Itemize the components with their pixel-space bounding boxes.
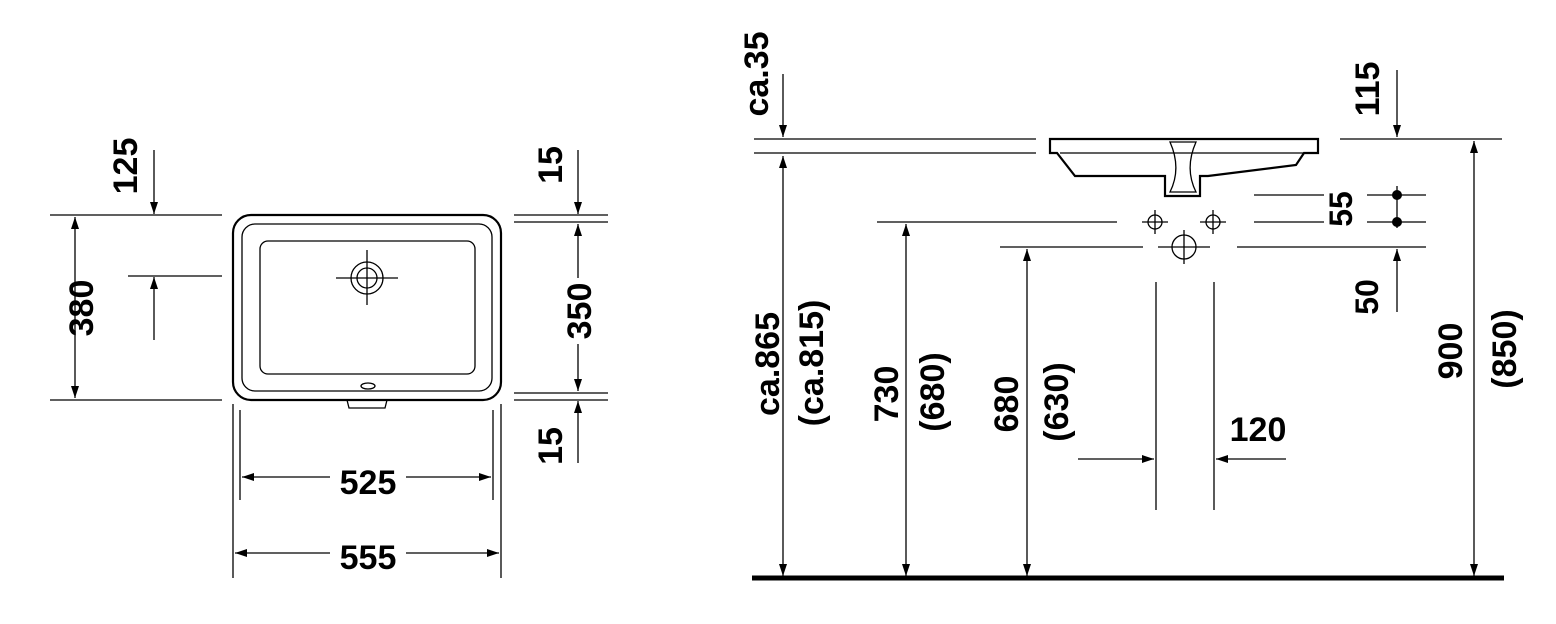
dim-overall-depth: 380 <box>63 280 101 337</box>
dim-waste-height: 680 <box>988 376 1026 433</box>
dim-tap-spacing: 55 <box>1323 191 1359 227</box>
dim-overall-width: 555 <box>340 539 397 577</box>
dim-tap-height-alt: (680) <box>914 352 952 431</box>
dim-rim-top: 15 <box>532 146 570 184</box>
basin-outer-outline <box>231 213 503 402</box>
tab-outline <box>346 399 388 409</box>
dim-rim-above-floor: ca.865 <box>749 312 787 416</box>
dim-total-height-alt: (850) <box>1486 309 1524 388</box>
dim-waste-spacing: 120 <box>1230 411 1287 449</box>
dim-inner-depth: 350 <box>561 283 599 340</box>
waste-outlet-icon <box>1158 230 1210 264</box>
label-mask <box>565 278 593 344</box>
dimension-dot <box>1392 190 1402 200</box>
basin-profile <box>1048 137 1320 198</box>
dim-overflow-offset: 125 <box>107 138 145 195</box>
label-mask <box>330 536 406 570</box>
tap-hole-icon <box>1200 210 1226 234</box>
dimension-dot <box>1392 217 1402 227</box>
dim-rim-above-floor-alt: (ca.815) <box>793 300 831 427</box>
tap-hole-icon <box>1142 210 1168 234</box>
top-view: 380 125 15 350 15 525 555 <box>50 138 608 578</box>
basin-rim-outline <box>241 223 493 392</box>
dim-wall-offset: 115 <box>1349 62 1387 117</box>
dim-inner-width: 525 <box>340 464 397 502</box>
drain-icon <box>336 250 398 305</box>
dim-waste-height-alt: (630) <box>1038 362 1076 441</box>
dim-rim-height: ca.35 <box>738 31 776 116</box>
label-mask <box>330 460 406 494</box>
basin-bowl-outline <box>259 240 476 375</box>
dim-rim-bottom: 15 <box>532 427 570 465</box>
dim-waste-offset: 50 <box>1349 279 1385 315</box>
dim-total-height: 900 <box>1432 323 1470 380</box>
side-view: ca.35 ca.865 (ca.815) 730 (680) 680 (630… <box>738 31 1524 581</box>
dim-tap-height: 730 <box>868 366 906 423</box>
overflow-icon <box>360 382 376 390</box>
